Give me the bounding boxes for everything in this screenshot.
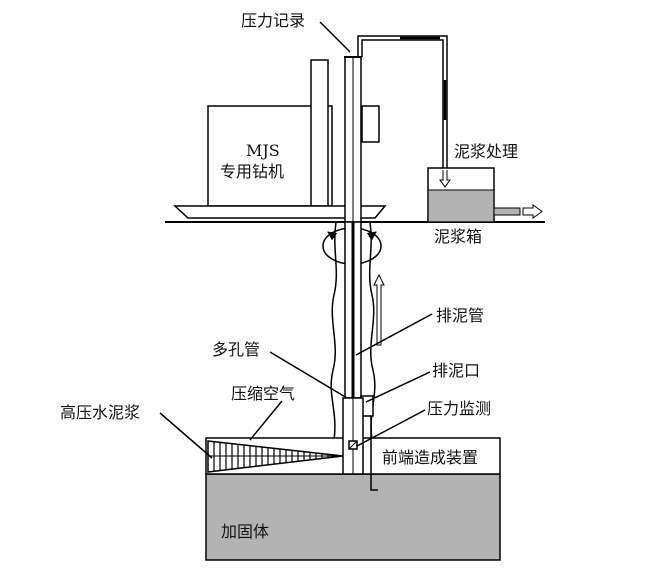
outflow-arrow (522, 204, 543, 219)
front-device-label: 前端造成装置 (380, 448, 481, 467)
slurry-treatment-label: 泥浆处理 (454, 142, 519, 161)
reinforced-body-rect (205, 473, 501, 561)
leader-lines (159, 21, 433, 459)
mast-bracket (361, 105, 380, 143)
discharge-pipe-label: 排泥管 (436, 306, 485, 325)
multi-hole-pipe-label: 多孔管 (212, 340, 261, 359)
machine-mast (310, 59, 329, 207)
machine-label-line1: MJS (246, 141, 280, 160)
slurry-tank-label: 泥浆箱 (434, 227, 483, 246)
slurry-tank-fill (429, 190, 493, 221)
sensor-cable (370, 416, 378, 491)
tank-inflow-arrow (439, 170, 451, 188)
discharge-port-label: 排泥口 (432, 361, 481, 380)
pressure-monitor-label: 压力监测 (427, 399, 492, 418)
compressed-air-label: 压缩空气 (231, 384, 296, 403)
reinforced-body-label: 加固体 (221, 522, 270, 541)
pressure-record-label: 压力记录 (241, 11, 306, 30)
machine-label-line2: 专用钻机 (220, 162, 285, 181)
outflow-pipe (493, 207, 521, 216)
return-pipe (357, 35, 448, 170)
high-pressure-slurry-label: 高压水泥浆 (60, 403, 141, 422)
upflow-arrow (373, 273, 385, 346)
borehole-left-wall (330, 221, 338, 441)
drill-platform (173, 205, 387, 219)
